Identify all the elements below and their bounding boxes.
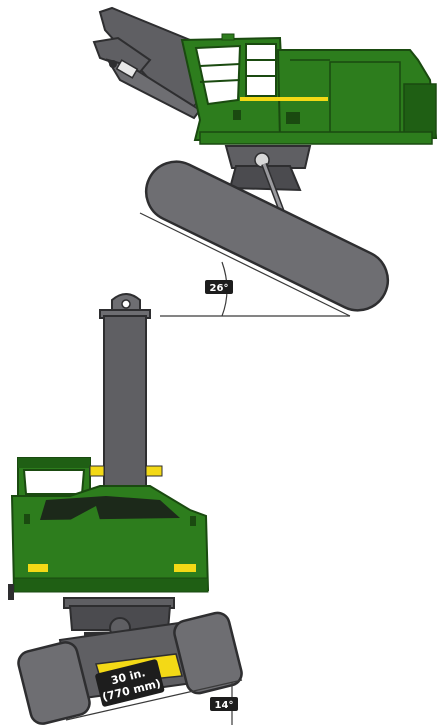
clearance-badge: [95, 659, 165, 707]
leveling-undercarriage: [224, 145, 312, 214]
right-track: [173, 611, 243, 695]
boom-arm: [92, 6, 202, 120]
track-angle-indicator: 14°: [65, 679, 243, 725]
tilt-angle-badge: [205, 280, 233, 294]
rear-view-machine: 30 in. (770 mm): [8, 293, 243, 725]
operator-cab: [180, 33, 287, 141]
upper-frame-base: [199, 131, 433, 145]
ground-clearance-callout: 30 in. (770 mm): [95, 659, 165, 707]
side-view-machine: [92, 6, 438, 312]
track-angle-badge: [210, 697, 238, 711]
side-track: [144, 160, 390, 312]
side-accent-stripe: [240, 97, 328, 101]
tilt-angle-indicator: 26°: [139, 212, 351, 317]
boom-column: [99, 293, 151, 517]
left-track: [17, 641, 91, 725]
rear-body: [8, 485, 210, 600]
rear-cab: [17, 457, 163, 503]
tilt-angle-label: 26°: [210, 283, 229, 294]
track-angle-label: 14°: [215, 700, 234, 711]
engine-housing: [233, 49, 438, 142]
